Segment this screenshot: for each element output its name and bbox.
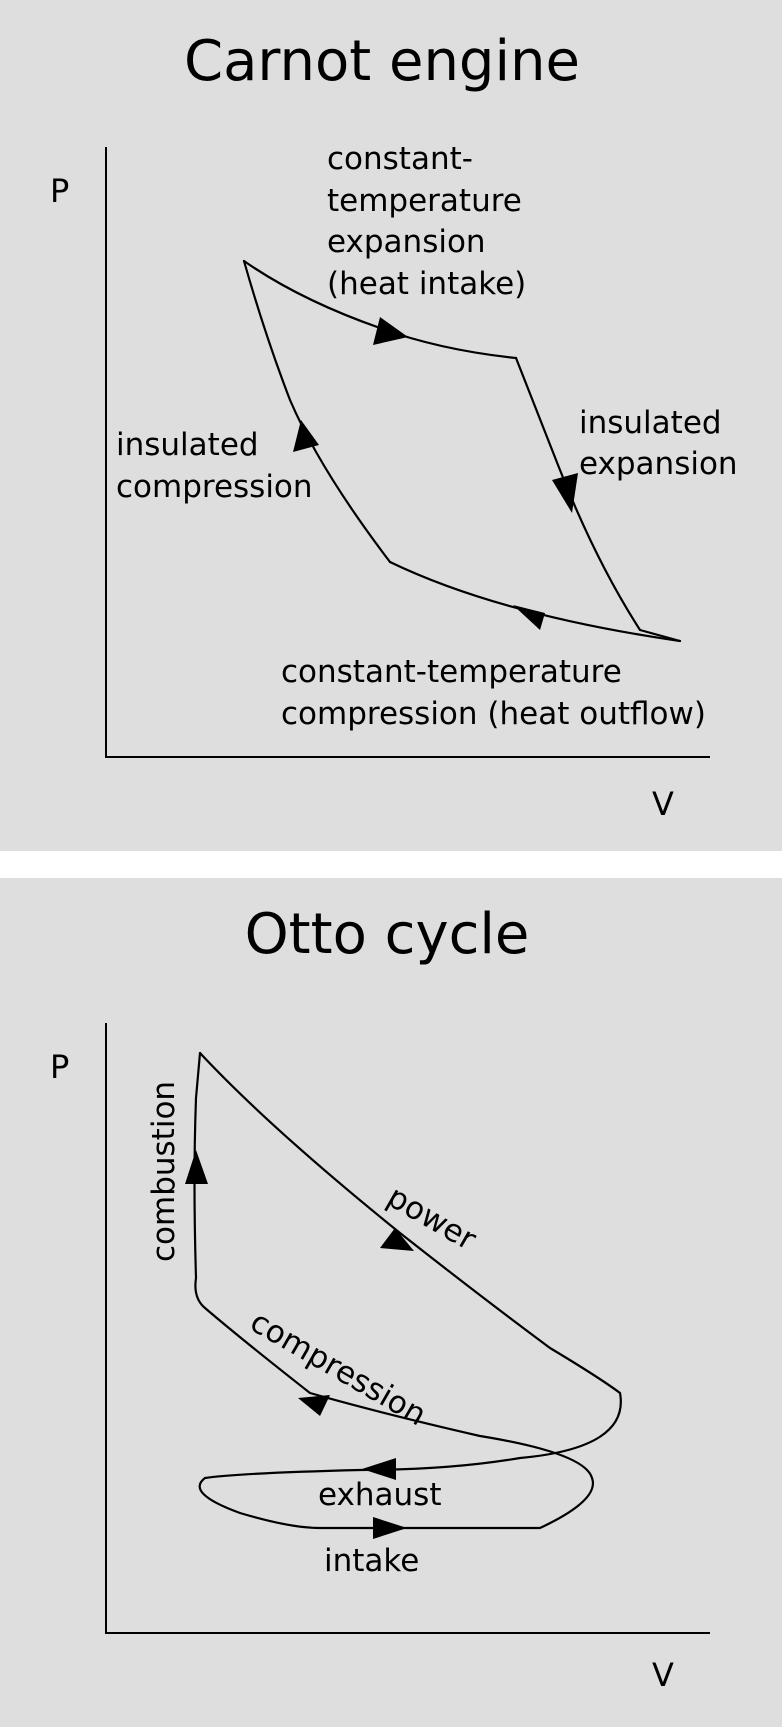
otto-y-axis-label: P xyxy=(50,1048,69,1086)
carnot-title: Carnot engine xyxy=(184,29,580,94)
otto-title: Otto cycle xyxy=(245,902,530,967)
otto-arrow-power xyxy=(380,1228,414,1251)
carnot-adiabatic-compression-curve xyxy=(242,259,392,564)
carnot-label-left-line-1: insulated xyxy=(116,427,259,463)
carnot-arrow-insulated-compression xyxy=(293,420,319,452)
carnot-label-top-line-4: (heat intake) xyxy=(327,266,526,302)
carnot-label-bottom-line-1: constant-temperature xyxy=(281,654,622,690)
carnot-axes xyxy=(105,147,710,758)
carnot-x-axis-label: V xyxy=(652,785,674,823)
otto-power-exhaust-curve xyxy=(198,1051,622,1472)
otto-diagram: Otto cycle P V combustion power compress… xyxy=(50,902,710,1694)
carnot-arrow-insulated-expansion xyxy=(552,473,578,513)
otto-arrow-intake xyxy=(373,1517,407,1539)
otto-label-compression: compression xyxy=(244,1304,432,1433)
carnot-label-left-line-2: compression xyxy=(116,469,313,505)
carnot-y-axis-label: P xyxy=(50,172,69,210)
otto-arrow-combustion xyxy=(185,1150,208,1184)
carnot-label-right-line-2: expansion xyxy=(579,446,738,482)
carnot-label-top-line-1: constant- xyxy=(327,141,473,177)
carnot-diagram: Carnot engine P V constant- temperature … xyxy=(50,29,738,823)
otto-label-intake: intake xyxy=(324,1543,419,1579)
carnot-arrow-heat-outflow xyxy=(513,605,545,630)
otto-panel: Otto cycle P V combustion power compress… xyxy=(0,878,782,1727)
otto-axes xyxy=(105,1023,710,1634)
otto-intake-compression-curve xyxy=(194,1276,595,1530)
carnot-panel: Carnot engine P V constant- temperature … xyxy=(0,0,782,851)
otto-label-combustion: combustion xyxy=(146,1081,182,1262)
otto-label-exhaust: exhaust xyxy=(318,1477,441,1513)
carnot-label-top-line-3: expansion xyxy=(327,224,486,260)
otto-arrow-exhaust xyxy=(362,1458,396,1480)
carnot-label-top-line-2: temperature xyxy=(327,183,522,219)
carnot-isothermal-compression-curve xyxy=(388,560,682,643)
carnot-arrow-heat-intake xyxy=(373,317,408,345)
otto-arrow-compression xyxy=(298,1395,330,1416)
otto-x-axis-label: V xyxy=(652,1656,674,1694)
carnot-adiabatic-expansion-curve xyxy=(514,356,682,643)
carnot-label-right-line-1: insulated xyxy=(579,405,722,441)
carnot-label-bottom-line-2: compression (heat outflow) xyxy=(281,696,706,732)
